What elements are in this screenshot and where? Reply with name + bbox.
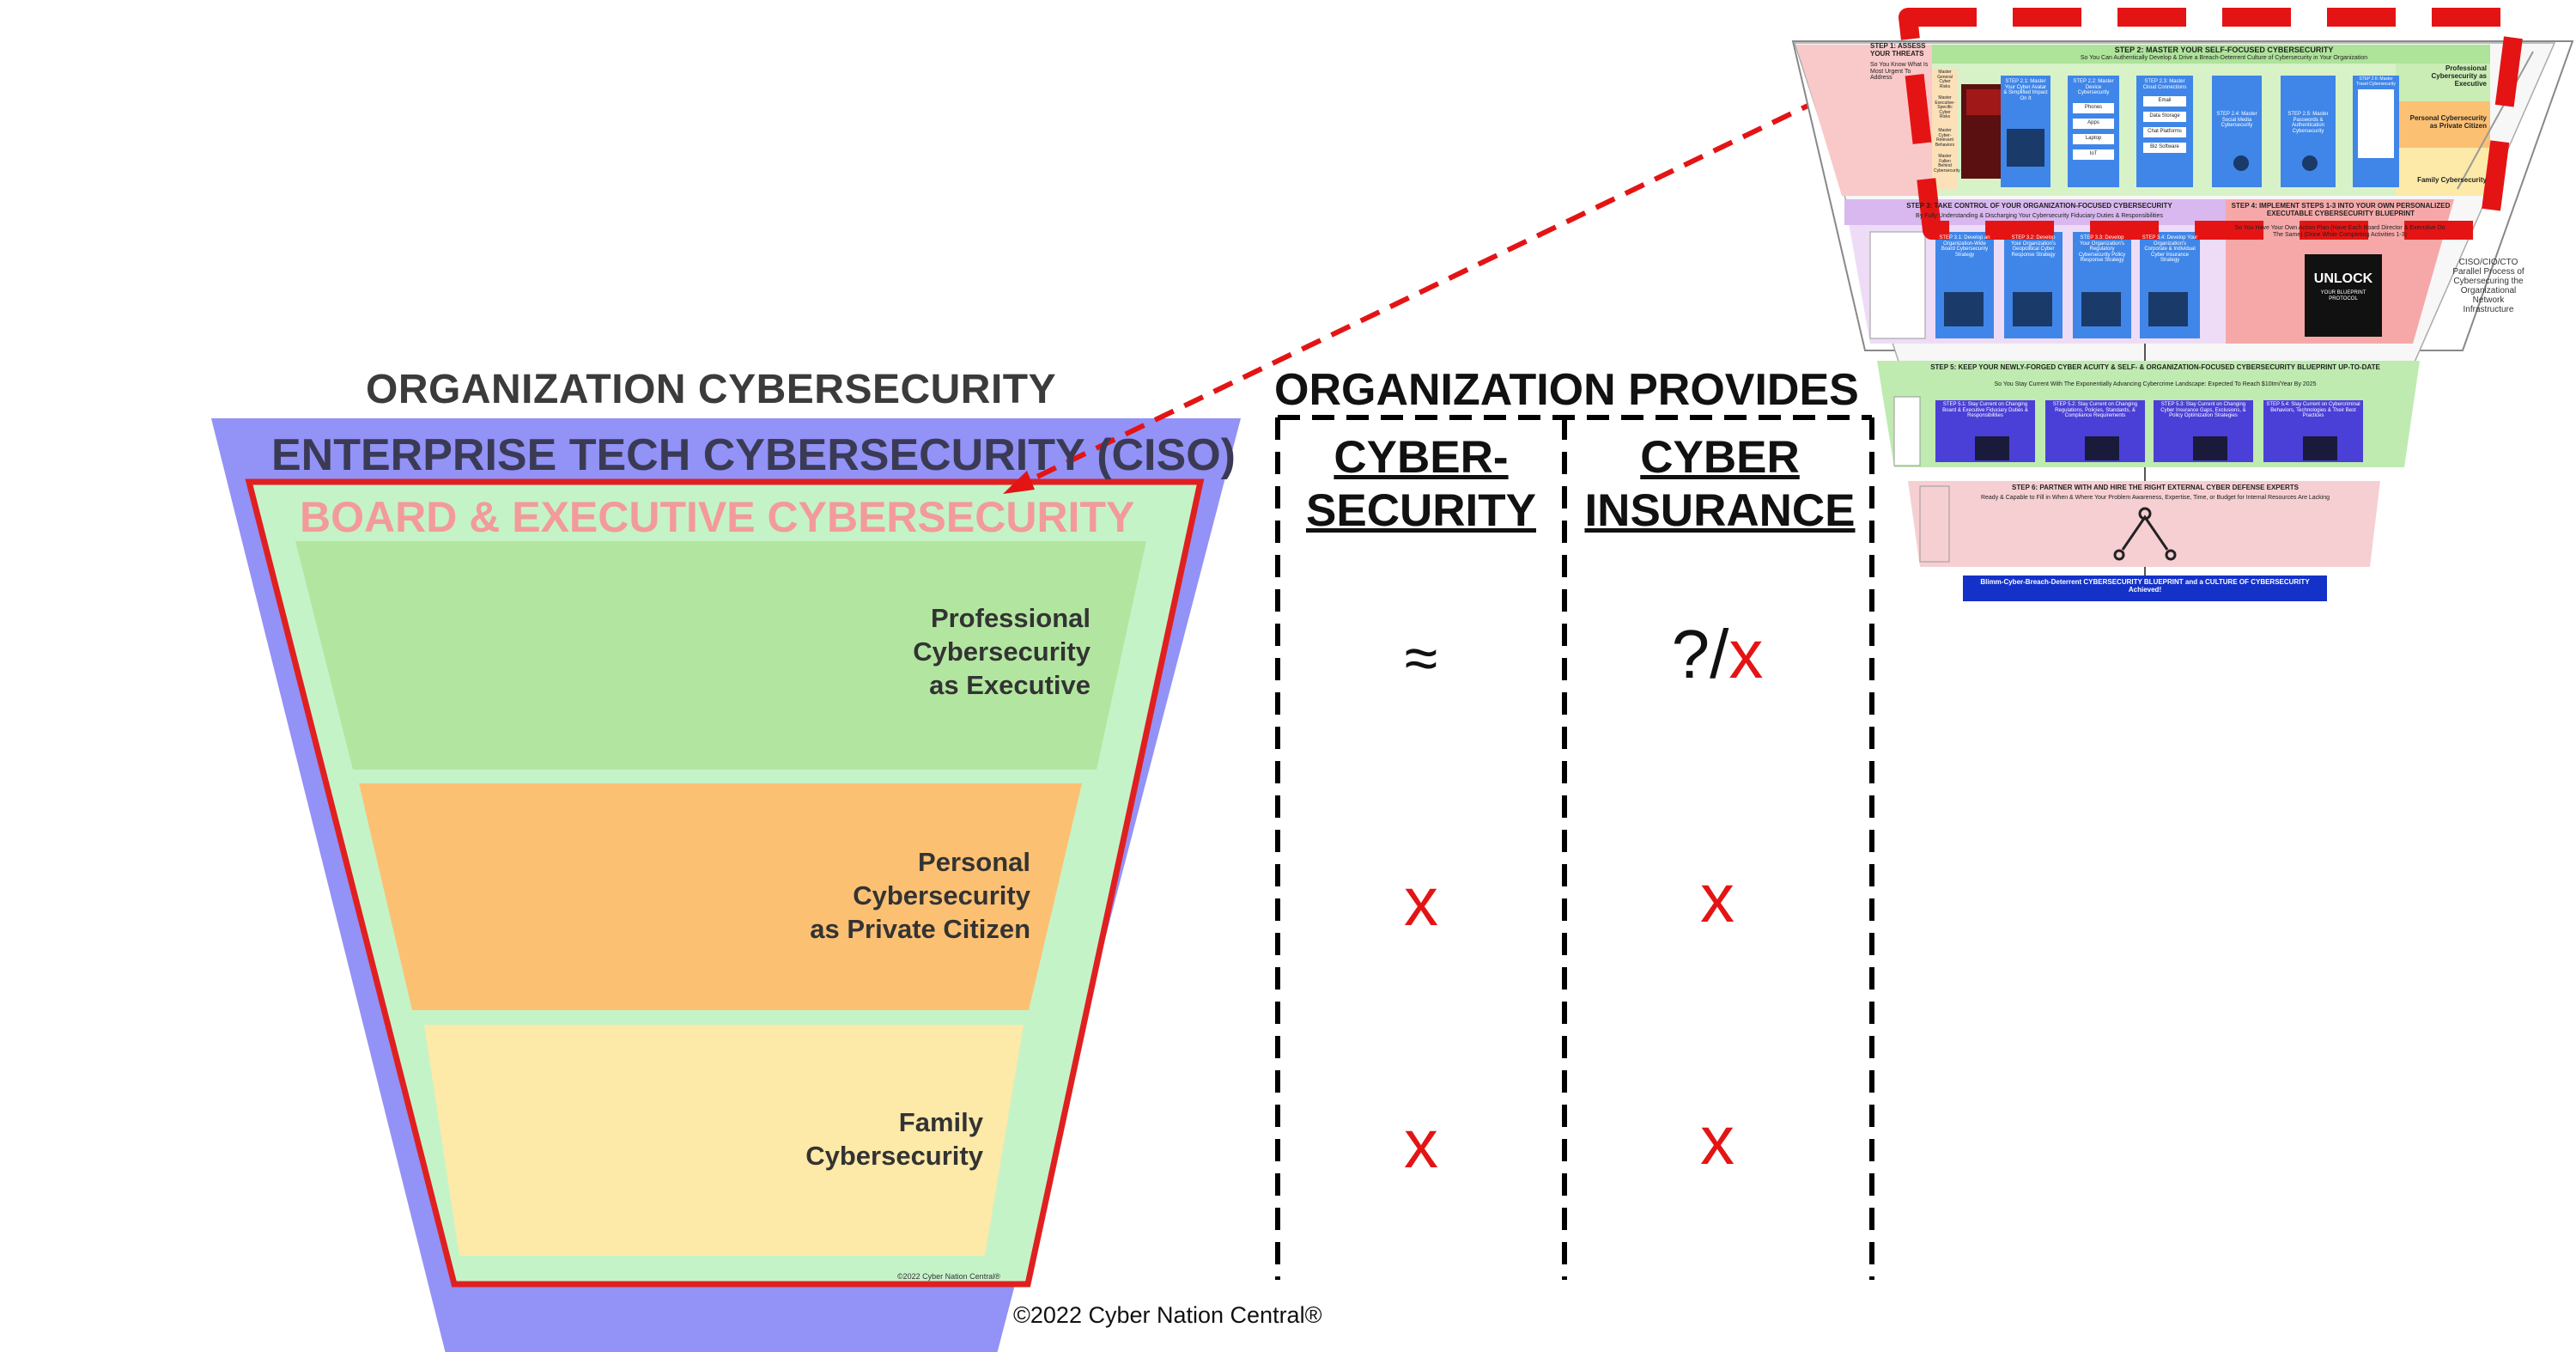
- bp-step1-sub: So You Know What Is Most Urgent To Addre…: [1870, 62, 1929, 82]
- col-insurance-header: CYBER INSURANCE: [1584, 432, 1856, 536]
- bp-step3-box2: STEP 3.2: Develop Your Organization's Ge…: [2011, 235, 2056, 258]
- bp-step2-box1: STEP 2.1: Master Your Cyber Avatar & Sim…: [2003, 79, 2048, 101]
- bp-item-iot: IoT: [2089, 151, 2098, 156]
- level-professional-band: [295, 541, 1146, 770]
- bp-step4: STEP 4: IMPLEMENT STEPS 1-3 INTO YOUR OW…: [2231, 202, 2451, 217]
- bp-item-laptop: Laptop: [2085, 136, 2102, 141]
- bp-step5-box3: STEP 5.3: Stay Current on Changing Cyber…: [2160, 402, 2246, 419]
- bp-step3-box4: STEP 3.4: Develop Your Organization's Co…: [2142, 235, 2198, 264]
- bp-step6: STEP 6: PARTNER WITH AND HIRE THE RIGHT …: [2012, 484, 2299, 491]
- row1-insurance-question: ?/: [1671, 616, 1729, 692]
- col-cybersecurity-header: CYBER- SECURITY: [1306, 432, 1536, 536]
- row2-insurance-mark: x: [1700, 860, 1735, 936]
- bp-step3-box1: STEP 3.1: Develop an Organization-Wide B…: [1939, 235, 1990, 258]
- row1-insurance-mark: ?/x: [1571, 615, 1863, 694]
- bp-right-family: Family Cybersecurity: [2417, 176, 2487, 184]
- bp-step3-box3: STEP 3.3: Develop Your Organization's Re…: [2078, 235, 2126, 264]
- bp-item-email: Email: [2158, 98, 2172, 103]
- bp-step5-box2: STEP 5.2: Stay Current on Changing Regul…: [2052, 402, 2138, 419]
- bp-item-apps: Apps: [2087, 120, 2099, 125]
- bp-step2: STEP 2: MASTER YOUR SELF-FOCUSED CYBERSE…: [2114, 46, 2334, 54]
- bp-left-labels-3: Master Cyber-Relevant Behaviors: [1935, 128, 1955, 148]
- row3-cybersecurity-mark: x: [1404, 1105, 1438, 1182]
- board-cybersecurity-title: BOARD & EXECUTIVE CYBERSECURITY: [300, 493, 1135, 541]
- bp-ciso-note: CISO/CIO/CTO Parallel Process of Cyberse…: [2452, 258, 2524, 314]
- bp-step4-sub: So You Have Your Own Action Plan (Have E…: [2234, 225, 2445, 238]
- org-cybersecurity-title: ORGANIZATION CYBERSECURITY: [366, 367, 1057, 412]
- level-personal-label: Personal Cybersecurity as Private Citize…: [810, 847, 1030, 944]
- table-title: ORGANIZATION PROVIDES: [1274, 365, 1859, 415]
- bp-step2-box3: STEP 2.3: Master Cloud Connections: [2142, 79, 2187, 90]
- bp-right-personal: Personal Cybersecurity as Private Citize…: [2409, 114, 2487, 130]
- pointer-arrow: [1003, 97, 1822, 494]
- level-personal-band: [359, 783, 1082, 1010]
- enterprise-cybersecurity-title: ENTERPRISE TECH CYBERSECURITY (CISO): [271, 430, 1236, 480]
- bp-item-phones: Phones: [2084, 105, 2103, 110]
- row1-insurance-x: x: [1728, 616, 1764, 692]
- level-professional-label: Professional Cybersecurity as Executive: [913, 603, 1091, 700]
- bp-step3-sub: By Fully Understanding & Discharging You…: [1916, 213, 2163, 219]
- bp-step5-box1: STEP 5.1: Stay Current on Changing Board…: [1942, 402, 2028, 419]
- bp-step5: STEP 5: KEEP YOUR NEWLY-FORGED CYBER ACU…: [1930, 363, 2380, 371]
- level-family-label: Family Cybersecurity: [805, 1107, 983, 1171]
- bp-step2-box5: STEP 2.5: Master Passwords & Authenticat…: [2287, 112, 2329, 134]
- copyright: ©2022 Cyber Nation Central®: [1013, 1302, 1322, 1328]
- row3-insurance-mark: x: [1700, 1102, 1735, 1178]
- bp-left-labels-1: Master General Cyber Risks: [1937, 70, 1953, 89]
- bp-left-labels-4: Master Fallen Behind Cybersecurity: [1934, 154, 1960, 174]
- bp-item-storage: Data Storage: [2149, 113, 2180, 119]
- bp-unlock-sub: YOUR BLUEPRINT PROTOCOL: [2320, 290, 2366, 301]
- table-dashed-lines: [1275, 415, 1874, 1280]
- row2-cybersecurity-mark: x: [1404, 863, 1438, 940]
- blueprint-thumbnail: [1791, 8, 2574, 601]
- bp-step2-box6: STEP 2.6: Master Travel Cybersecurity: [2356, 76, 2396, 87]
- bp-step2-sub: So You Can Authentically Develop & Drive…: [2080, 55, 2368, 61]
- bp-step3: STEP 3: TAKE CONTROL OF YOUR ORGANIZATIO…: [1906, 202, 2172, 210]
- bp-bottom-bar: Blimm-Cyber-Breach-Deterrent CYBERSECURI…: [1980, 578, 2310, 594]
- bp-step6-sub: Ready & Capable to Fill in When & Where …: [1980, 495, 2330, 501]
- row1-cybersecurity-mark: ≈: [1404, 624, 1438, 691]
- bp-step2-box4: STEP 2.4: Master Social Media Cybersecur…: [2216, 112, 2257, 129]
- bp-step2-box2: STEP 2.2: Master Device Cybersecurity: [2073, 79, 2114, 96]
- bp-step5-sub: So You Stay Current With The Exponential…: [1994, 381, 2317, 387]
- bp-step1: STEP 1: ASSESS YOUR THREATS: [1870, 42, 1926, 58]
- bp-step5-box4: STEP 5.4: Stay Current on Cybercriminal …: [2266, 402, 2360, 419]
- inner-copyright: ©2022 Cyber Nation Central®: [897, 1272, 1000, 1281]
- bp-item-chat: Chat Platforms: [2148, 129, 2182, 134]
- bp-left-labels-2: Master Executive-Specific Cyber Risks: [1935, 95, 1955, 119]
- bp-right-professional: Professional Cybersecurity as Executive: [2431, 64, 2487, 88]
- bp-item-biz: Biz Software: [2150, 144, 2179, 149]
- level-family-band: [424, 1025, 1024, 1256]
- bp-unlock: UNLOCK: [2313, 271, 2373, 286]
